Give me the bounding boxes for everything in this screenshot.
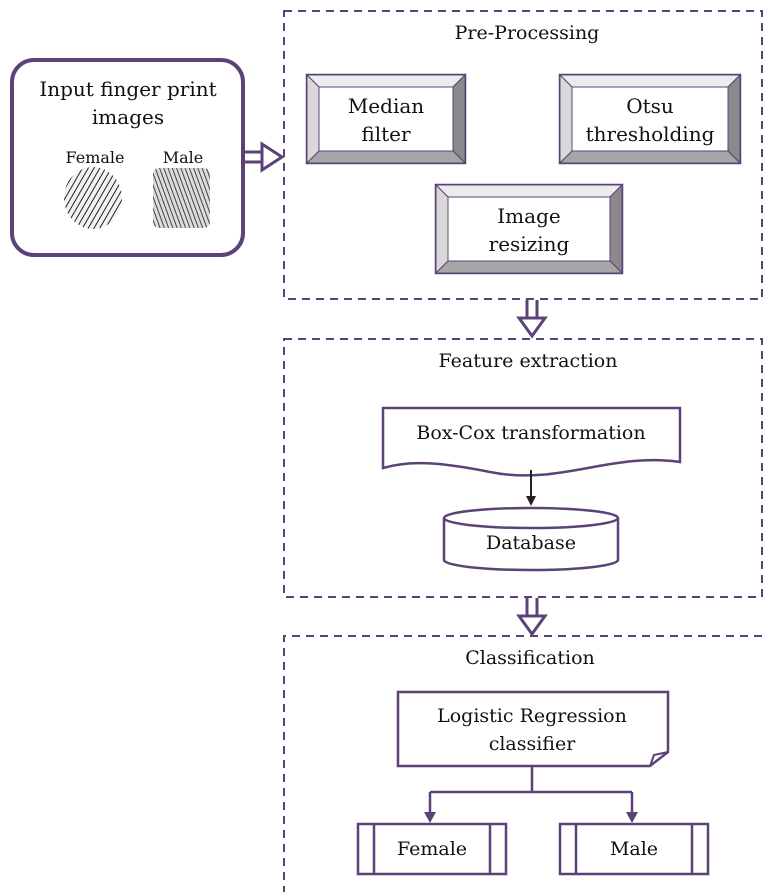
note-fold <box>649 751 669 767</box>
preprocessing-box <box>283 10 763 300</box>
preprocessing-title: Pre-Processing <box>455 22 600 44</box>
image-resizing-line2: resizing <box>489 232 570 256</box>
median-filter-line2: filter <box>361 122 411 146</box>
feature-extraction-title: Feature extraction <box>439 350 618 372</box>
branch-connector <box>428 766 634 814</box>
median-filter-line1: Median <box>348 94 424 118</box>
image-resizing-line1: Image <box>497 204 560 228</box>
female-output-box <box>356 822 508 876</box>
arrow-boxcox-to-database <box>526 470 536 506</box>
arrow-feature-to-classification <box>516 598 548 637</box>
male-output-box <box>558 822 710 876</box>
logistic-regression-note <box>396 690 670 768</box>
boxcox-document <box>381 406 682 477</box>
lr-line2: classifier <box>489 733 577 755</box>
database-label: Database <box>486 532 576 554</box>
otsu-line1: Otsu <box>626 94 674 118</box>
input-title-line1: Input finger print <box>39 77 216 101</box>
boxcox-label: Box-Cox transformation <box>416 422 645 444</box>
classification-box <box>283 635 762 892</box>
arrow-to-female <box>424 812 436 823</box>
female-output-label: Female <box>397 838 467 860</box>
female-image-label: Female <box>66 148 125 167</box>
feature-extraction-box <box>283 338 763 598</box>
arrow-input-to-preprocessing <box>243 141 285 173</box>
female-fingerprint-image <box>64 167 122 229</box>
arrow-preprocessing-to-feature <box>516 300 548 339</box>
input-title-line2: images <box>92 105 164 129</box>
otsu-thresholding-box <box>558 73 742 165</box>
male-image-label: Male <box>163 148 204 167</box>
median-filter-box <box>305 73 467 165</box>
image-resizing-box <box>434 183 624 275</box>
classification-title: Classification <box>465 647 595 669</box>
otsu-line2: thresholding <box>586 122 715 146</box>
lr-line1: Logistic Regression <box>437 705 627 727</box>
male-fingerprint-image <box>153 168 210 228</box>
male-output-label: Male <box>610 838 658 860</box>
arrow-to-male <box>626 812 638 823</box>
database-cylinder <box>442 506 620 572</box>
